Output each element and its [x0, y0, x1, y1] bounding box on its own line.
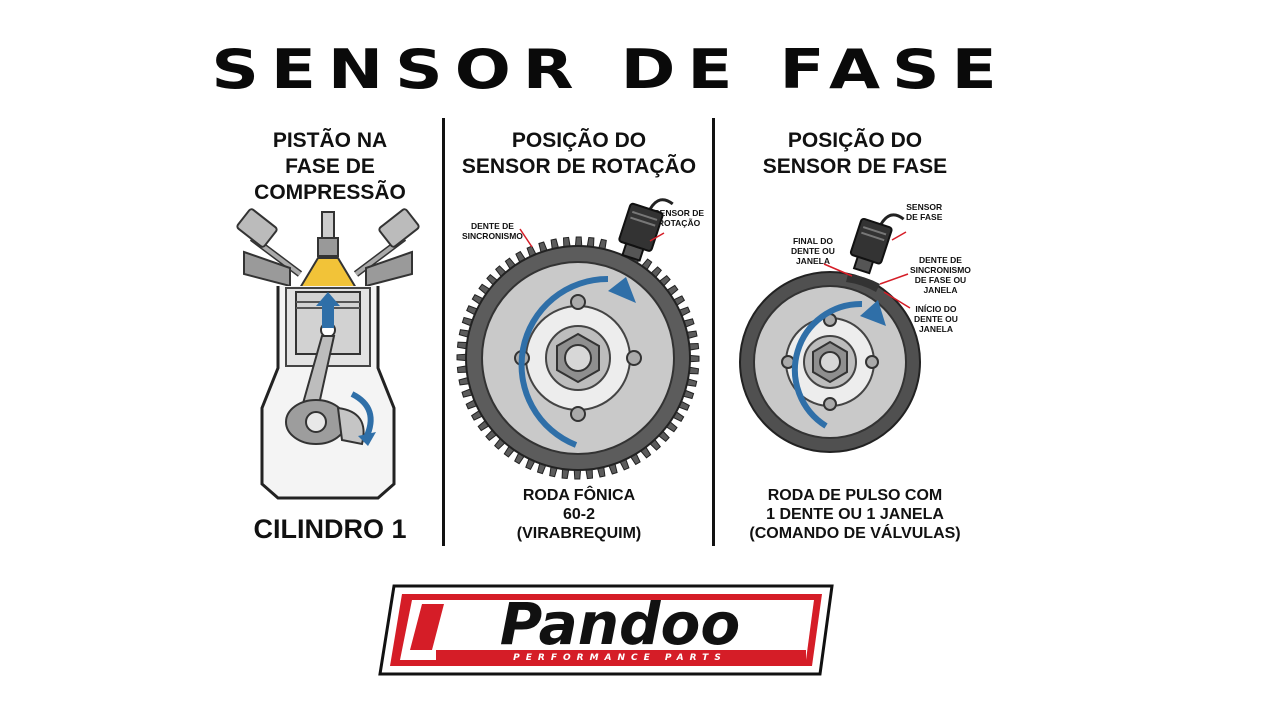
callout-line: DE FASE	[906, 212, 943, 222]
callout-line: JANELA	[918, 324, 953, 334]
pandoo-logo: Pandoo PERFORMANCE PARTS	[378, 584, 834, 676]
intake-valve	[236, 208, 303, 277]
panel-divider-right	[712, 118, 715, 546]
heading-line: COMPRESSÃO	[254, 181, 406, 204]
phase-sync-tooth	[846, 274, 880, 292]
rotation-arrow-icon	[791, 300, 863, 429]
callout-line: SINCRONISMO	[462, 231, 523, 241]
pointer-arrow	[883, 291, 911, 309]
sync-tooth-callout: DENTE DE SINCRONISMO	[462, 221, 523, 241]
footer-line: CILINDRO 1	[253, 514, 407, 544]
footer-line: 1 DENTE OU 1 JANELA	[766, 506, 944, 523]
heading-line: SENSOR DE ROTAÇÃO	[461, 155, 697, 178]
piston-cylinder-illustration	[236, 208, 420, 500]
callout-line: ROTAÇÃO	[657, 218, 701, 228]
footer-line: RODA DE PULSO COM	[767, 487, 943, 504]
cam-sensor-icon	[849, 213, 905, 275]
callout-line: SINCRONISMO	[910, 265, 971, 275]
heading-line: POSIÇÃO DO	[511, 129, 647, 152]
callout-line: DENTE OU	[914, 314, 958, 324]
rotation-arrow-icon	[350, 391, 374, 440]
footer-line: (COMANDO DE VÁLVULAS)	[749, 525, 961, 542]
combustion-chamber	[298, 257, 358, 289]
callout-line: DENTE DE	[470, 221, 514, 231]
logo-brand-text: Pandoo	[500, 590, 740, 658]
tooth-start-callout: INÍCIO DO DENTE OU JANELA	[914, 304, 958, 334]
callout-line: SENSOR DE	[654, 208, 705, 218]
up-arrow-icon	[316, 292, 340, 328]
pointer-arrow	[519, 228, 533, 248]
crank-sensor-icon	[618, 198, 674, 262]
footer-line: 60-2	[562, 506, 596, 523]
pointer-arrow	[823, 263, 853, 277]
crank-sensor-callout: SENSOR DE ROTAÇÃO	[654, 208, 704, 228]
spark-plug	[321, 211, 335, 241]
callout-line: INÍCIO DO	[915, 304, 957, 314]
tooth-end-callout: FINAL DO DENTE OU JANELA	[791, 236, 835, 266]
cam-panel-footer: RODA DE PULSO COM 1 DENTE OU 1 JANELA (C…	[716, 486, 994, 543]
logo-mark	[410, 604, 444, 650]
callout-line: JANELA	[923, 285, 958, 295]
callout-line: DE FASE OU	[914, 275, 967, 285]
crank-panel-footer: RODA FÔNICA 60-2 (VIRABREQUIM)	[446, 486, 712, 543]
heading-line: POSIÇÃO DO	[787, 129, 923, 152]
heading-line: SENSOR DE FASE	[762, 155, 948, 178]
exhaust-valve	[353, 208, 420, 277]
cam-panel-heading: POSIÇÃO DO SENSOR DE FASE	[716, 128, 994, 180]
main-title: SENSOR DE FASE	[211, 38, 1009, 102]
callout-line: SENSOR	[906, 202, 943, 212]
callout-line: FINAL DO	[792, 236, 833, 246]
heading-line: FASE DE	[285, 155, 375, 178]
pointer-arrow	[891, 231, 907, 241]
cam-sensor-callout: SENSOR DE FASE	[906, 202, 942, 222]
pointer-arrow	[649, 232, 665, 242]
crank-wheel-illustration	[456, 198, 700, 480]
rotation-arrow-icon	[518, 275, 609, 448]
phase-sync-tooth-callout: DENTE DE SINCRONISMO DE FASE OU JANELA	[910, 255, 971, 295]
callout-line: DENTE OU	[791, 246, 835, 256]
cam-wheel-illustration	[739, 213, 921, 453]
logo-tagline: PERFORMANCE PARTS	[513, 653, 727, 663]
footer-line: RODA FÔNICA	[522, 487, 636, 504]
piston-panel-footer: CILINDRO 1	[215, 513, 445, 545]
callout-line: DENTE DE	[918, 255, 962, 265]
heading-line: PISTÃO NA	[272, 129, 388, 152]
callout-line: JANELA	[795, 256, 830, 266]
footer-line: (VIRABREQUIM)	[516, 525, 642, 542]
crank-panel-heading: POSIÇÃO DO SENSOR DE ROTAÇÃO	[446, 128, 712, 180]
panel-divider-left	[442, 118, 445, 546]
piston-panel-heading: PISTÃO NA FASE DE COMPRESSÃO	[215, 128, 445, 206]
pointer-arrow	[879, 273, 909, 285]
